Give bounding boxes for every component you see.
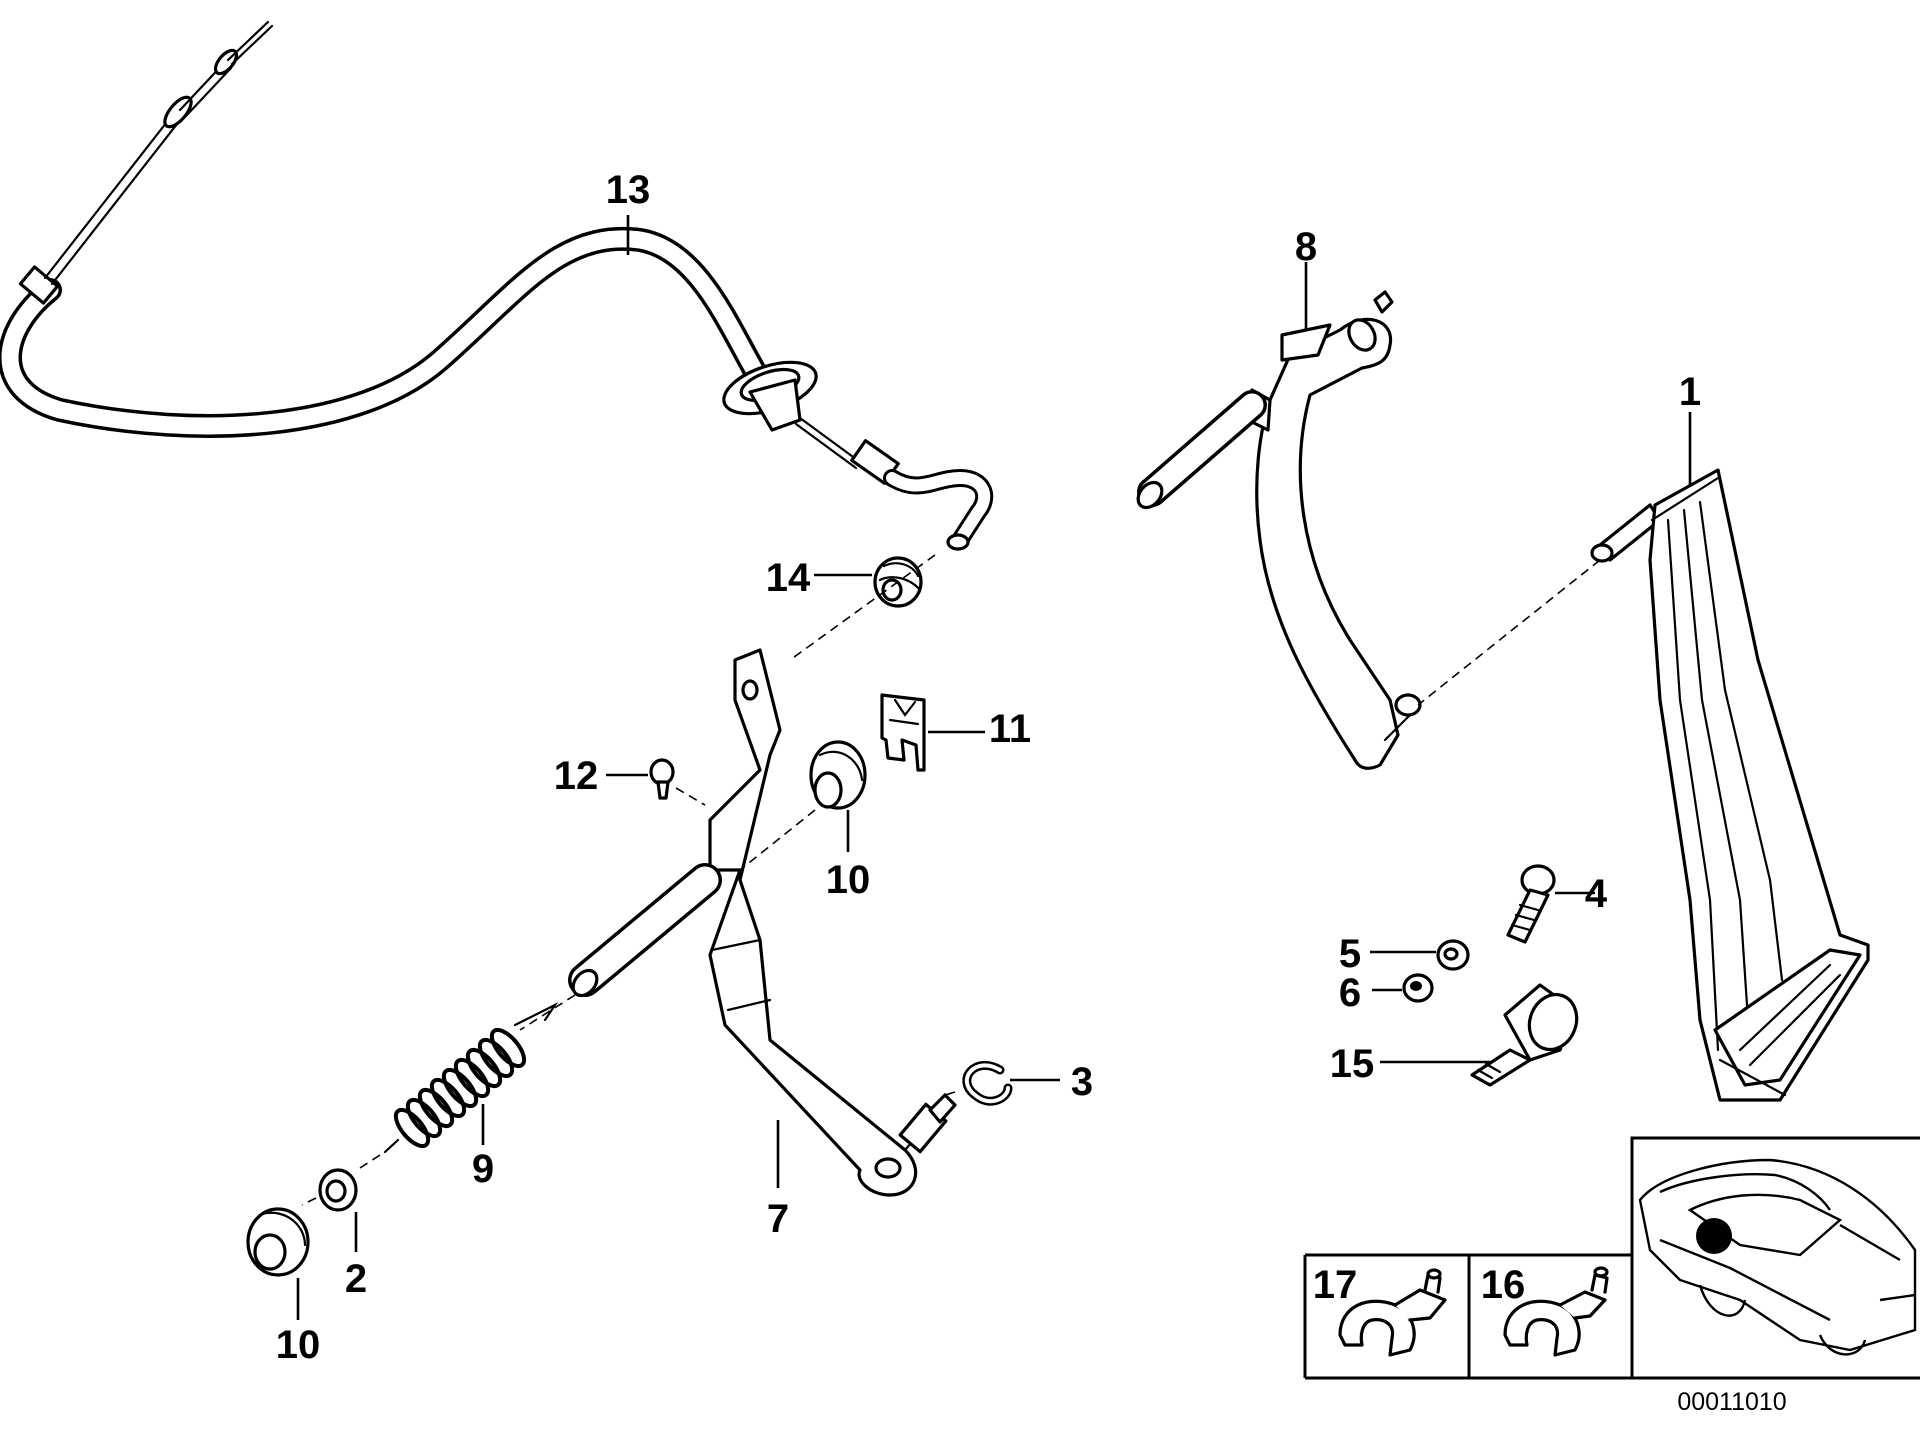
callout-13: 13 <box>606 168 651 212</box>
pedal-location-marker <box>1696 1218 1732 1254</box>
callout-16: 16 <box>1481 1263 1526 1307</box>
part-2-sleeve[interactable] <box>318 1168 358 1212</box>
callout-1: 1 <box>1679 370 1701 414</box>
callout-3: 3 <box>1071 1060 1093 1104</box>
part-15-stop-buffer[interactable] <box>1470 983 1584 1087</box>
part-10-bushing-upper[interactable] <box>809 740 867 810</box>
part-3-circlip[interactable] <box>962 1060 1013 1106</box>
car-outline-icon <box>1638 1158 1917 1356</box>
part-8-pedal-arm[interactable] <box>1133 290 1422 770</box>
part-4-bolt[interactable] <box>1506 864 1556 944</box>
callout-4: 4 <box>1585 872 1608 916</box>
callout-8: 8 <box>1295 225 1317 269</box>
callout-6: 6 <box>1339 971 1361 1015</box>
part-17-cable-clamp[interactable] <box>1338 1268 1447 1357</box>
callout-17: 17 <box>1313 1263 1358 1307</box>
vehicle-locator-inset <box>1630 1136 1920 1380</box>
part-12-push-pin[interactable] <box>649 758 675 800</box>
part-1-pedal-pad[interactable] <box>1590 468 1870 1102</box>
part-7-lever[interactable] <box>519 648 957 1197</box>
part-6-nut[interactable] <box>1402 973 1434 1003</box>
callout-10-lower: 10 <box>276 1323 321 1367</box>
callout-11: 11 <box>989 707 1031 751</box>
callout-14: 14 <box>766 556 811 600</box>
leader-lines <box>296 215 1692 1320</box>
callout-10-upper: 10 <box>826 858 871 902</box>
part-16-cable-clamp[interactable] <box>1503 1266 1609 1357</box>
callout-2: 2 <box>345 1257 367 1301</box>
callout-9: 9 <box>472 1147 494 1191</box>
drawing-number: 00011010 <box>1677 1388 1786 1416</box>
part-5-washer[interactable] <box>1436 939 1470 971</box>
callout-labels: 13 8 1 14 11 12 10 4 5 6 3 15 9 7 2 10 1… <box>276 168 1701 1367</box>
part-11-clip[interactable] <box>880 693 926 772</box>
part-10-bushing-lower[interactable] <box>246 1207 310 1277</box>
callout-15: 15 <box>1330 1042 1375 1086</box>
clamp-inset-frame <box>1303 1253 1920 1380</box>
callout-5: 5 <box>1339 932 1361 976</box>
part-9-spring[interactable] <box>383 1002 559 1154</box>
part-13-accelerator-cable[interactable] <box>0 20 994 551</box>
callout-12: 12 <box>554 754 599 798</box>
callout-7: 7 <box>767 1197 789 1241</box>
